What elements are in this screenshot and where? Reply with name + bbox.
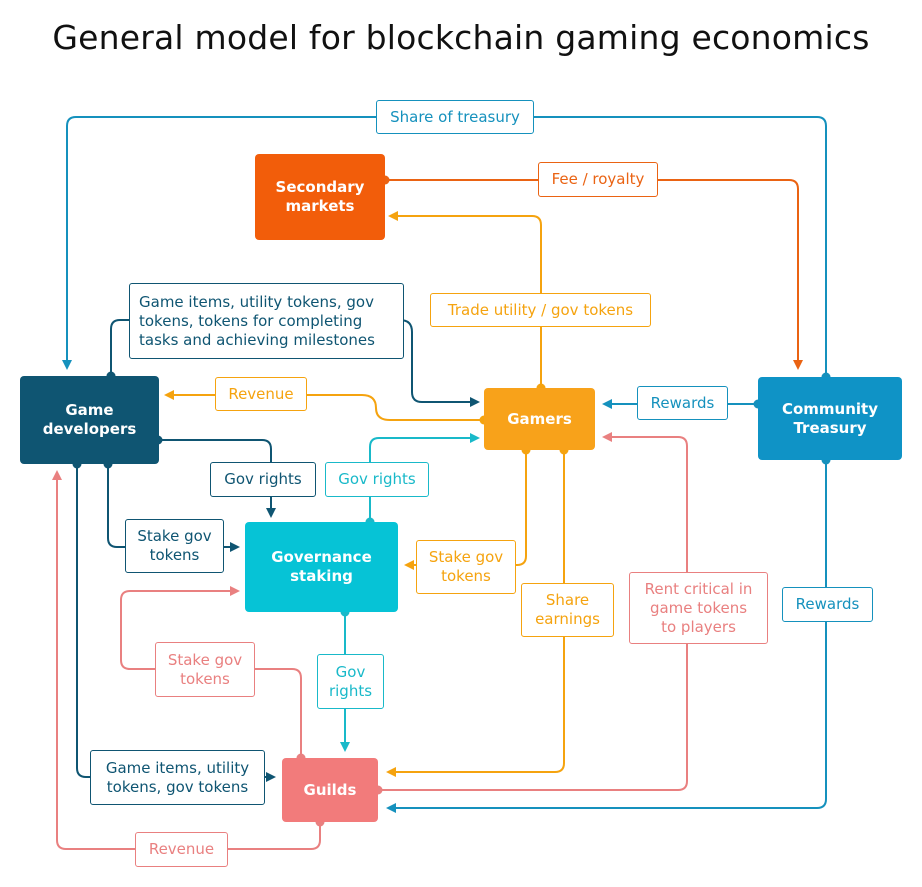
rewards-to-gamers-label: Rewards xyxy=(637,386,728,420)
trade-tokens-line xyxy=(388,211,542,388)
game-developers-node: Game developers xyxy=(20,376,159,464)
gov-rights-to-dev-line xyxy=(158,439,276,518)
fee-royalty-label: Fee / royalty xyxy=(538,162,658,197)
diagram-title: General model for blockchain gaming econ… xyxy=(52,18,870,57)
gov-rights-to-guilds-label: Gov rights xyxy=(317,654,384,709)
share-earnings-label: Share earnings xyxy=(521,583,614,637)
gov-rights-to-gamers-label: Gov rights xyxy=(325,462,429,497)
revenue-from-gamers-label: Revenue xyxy=(215,377,307,411)
revenue-from-gamers-line xyxy=(164,390,484,421)
gov-rights-to-gamers-line xyxy=(369,433,480,522)
dev-to-gamers-line xyxy=(110,319,480,407)
dev-to-guilds-label: Game items, utility tokens, gov tokens xyxy=(90,750,265,805)
rewards-to-guilds-line xyxy=(386,460,827,813)
gamers-node: Gamers xyxy=(484,388,595,450)
stake-from-gamers-line xyxy=(404,450,527,570)
guilds-node: Guilds xyxy=(282,758,378,822)
share-of-treasury-label: Share of treasury xyxy=(376,100,534,134)
trade-tokens-label: Trade utility / gov tokens xyxy=(430,293,651,327)
community-treasury-node: Community Treasury xyxy=(758,377,902,460)
secondary-markets-node: Secondary markets xyxy=(255,154,385,240)
rewards-to-guilds-label: Rewards xyxy=(782,587,873,622)
stake-from-dev-line xyxy=(107,464,240,552)
gov-rights-to-dev-label: Gov rights xyxy=(210,462,316,497)
stake-from-dev-label: Stake gov tokens xyxy=(125,519,224,573)
dev-to-guilds-line xyxy=(76,464,276,782)
fee-royalty-line xyxy=(385,179,803,370)
revenue-from-guilds-label: Revenue xyxy=(135,832,228,867)
governance-staking-node: Governance staking xyxy=(245,522,398,612)
stake-from-gamers-label: Stake gov tokens xyxy=(416,540,516,594)
dev-to-gamers-label: Game items, utility tokens, gov tokens, … xyxy=(129,283,404,359)
stake-from-guilds-line xyxy=(120,586,302,758)
rent-tokens-label: Rent critical in game tokens to players xyxy=(629,572,768,644)
stake-from-guilds-label: Stake gov tokens xyxy=(155,642,255,697)
share-earnings-line xyxy=(386,450,565,777)
